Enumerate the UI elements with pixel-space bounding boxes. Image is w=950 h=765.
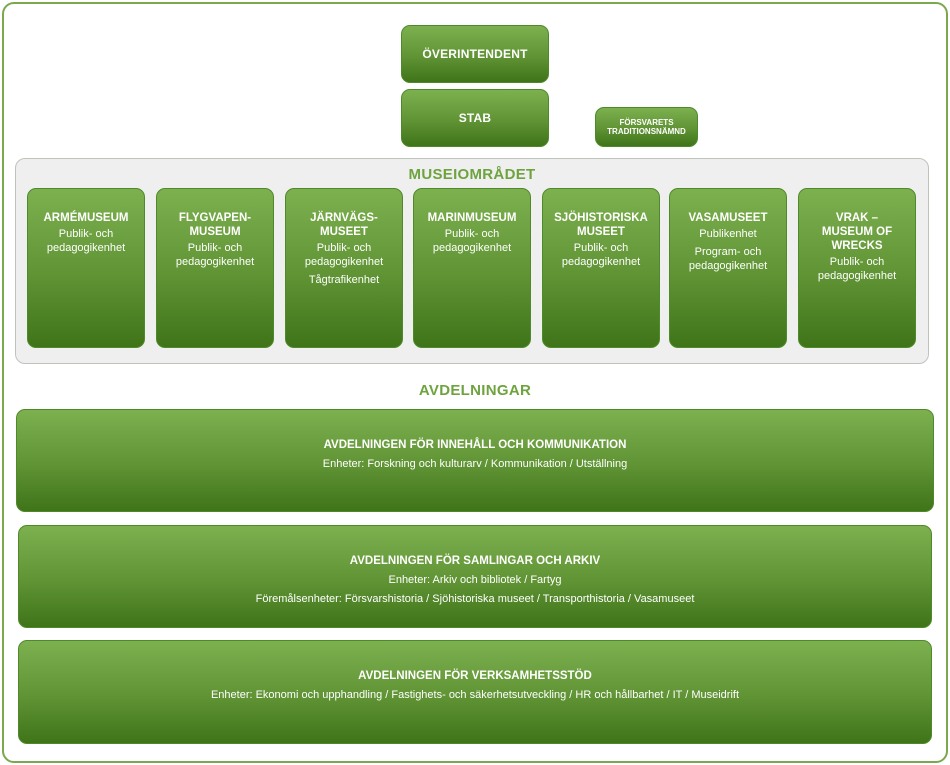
department-units: Enheter: Ekonomi och upphandling / Fasti… [210, 689, 740, 701]
stab-box: STAB [401, 89, 549, 147]
department-units-secondary: Föremålsenheter: Försvarshistoria / Sjöh… [255, 593, 695, 605]
museum-name: JÄRNVÄGS- MUSEET [310, 212, 378, 238]
museum-unit: Publik- och pedagogikenhet [304, 242, 384, 268]
museum-name: ARMÉMUSEUM [43, 212, 129, 224]
museum-unit: Publik- och pedagogikenhet [46, 228, 126, 254]
museum-name: SJÖHISTORISKA MUSEET [554, 212, 648, 238]
department-title: AVDELNINGEN FÖR VERKSAMHETSSTÖD [358, 670, 592, 682]
departments-title: AVDELNINGAR [418, 382, 532, 399]
department-title: AVDELNINGEN FÖR SAMLINGAR OCH ARKIV [349, 555, 601, 567]
overintendent-box: ÖVERINTENDENT [401, 25, 549, 83]
museum-name: VASAMUSEET [688, 212, 768, 224]
museum-box-vrak: VRAK – MUSEUM OF WRECKS Publik- och peda… [798, 188, 916, 348]
stab-label: STAB [458, 111, 492, 125]
museum-unit: Publik- och pedagogikenhet [561, 242, 641, 268]
department-box-samlingar: AVDELNINGEN FÖR SAMLINGAR OCH ARKIV Enhe… [18, 525, 932, 628]
museum-unit-secondary: Tågtrafikenhet [308, 274, 380, 286]
museum-name: FLYGVAPEN- MUSEUM [178, 212, 252, 238]
museum-box-jarnvagsmuseet: JÄRNVÄGS- MUSEET Publik- och pedagogiken… [285, 188, 403, 348]
museum-unit: Publik- och pedagogikenhet [432, 228, 512, 254]
museum-name: VRAK – MUSEUM OF WRECKS [821, 212, 893, 252]
traditionsnamnd-box: FÖRSVARETS TRADITIONSNÄMND [595, 107, 698, 147]
museum-box-marinmuseum: MARINMUSEUM Publik- och pedagogikenhet [413, 188, 531, 348]
department-title: AVDELNINGEN FÖR INNEHÅLL OCH KOMMUNIKATI… [323, 439, 627, 451]
museum-box-vasamuseet: VASAMUSEET Publikenhet Program- och peda… [669, 188, 787, 348]
museum-unit: Publikenhet [699, 228, 757, 240]
museum-unit: Publik- och pedagogikenhet [817, 256, 897, 282]
museum-area-title: MUSEIOMRÅDET [408, 166, 536, 183]
museum-box-flygvapenmuseum: FLYGVAPEN- MUSEUM Publik- och pedagogike… [156, 188, 274, 348]
department-units: Enheter: Arkiv och bibliotek / Fartyg [388, 574, 562, 586]
museum-box-sjohistoriska: SJÖHISTORISKA MUSEET Publik- och pedagog… [542, 188, 660, 348]
department-units: Enheter: Forskning och kulturarv / Kommu… [322, 458, 628, 470]
traditionsnamnd-label: FÖRSVARETS TRADITIONSNÄMND [607, 118, 686, 136]
overintendent-label: ÖVERINTENDENT [422, 47, 528, 61]
department-box-verksamhetsstod: AVDELNINGEN FÖR VERKSAMHETSSTÖD Enheter:… [18, 640, 932, 744]
museum-box-armemuseum: ARMÉMUSEUM Publik- och pedagogikenhet [27, 188, 145, 348]
museum-name: MARINMUSEUM [427, 212, 517, 224]
museum-unit-secondary: Program- och pedagogikenhet [688, 246, 768, 272]
museum-area: MUSEIOMRÅDET ARMÉMUSEUM Publik- och peda… [15, 158, 929, 364]
museum-unit: Publik- och pedagogikenhet [175, 242, 255, 268]
department-box-innehall: AVDELNINGEN FÖR INNEHÅLL OCH KOMMUNIKATI… [16, 409, 934, 512]
